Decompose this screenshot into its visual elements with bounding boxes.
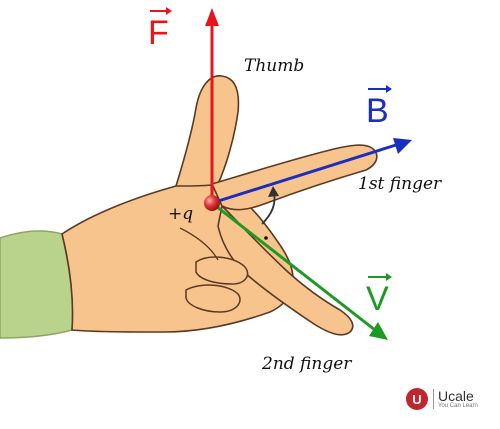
- ucale-logo-icon: U: [406, 388, 428, 410]
- velocity-vector-bar: [368, 273, 392, 281]
- charge-ball: [204, 195, 220, 211]
- first-finger-label: 1st finger: [358, 174, 442, 194]
- thumb: [174, 75, 240, 187]
- field-label: B: [366, 85, 392, 128]
- brand-name: Ucale: [438, 387, 474, 404]
- logo-divider: [433, 389, 434, 409]
- thumb-label: Thumb: [244, 56, 305, 76]
- brand-tagline: You Can Learn: [438, 402, 478, 409]
- knuckle-fold-1: [195, 256, 249, 285]
- field-vector-bar: [368, 85, 392, 93]
- sleeve: [0, 230, 74, 339]
- second-finger-label: 2nd finger: [262, 354, 352, 374]
- force-label: F: [148, 7, 172, 50]
- charge-label: +q: [168, 204, 194, 224]
- force-arrowhead: [205, 8, 219, 26]
- force-vector-bar: [150, 7, 172, 15]
- velocity-arrow-shaft: [211, 201, 376, 332]
- right-angle-arc: [261, 193, 276, 225]
- field-arrow-shaft: [211, 143, 397, 205]
- velocity-arrowhead: [369, 322, 388, 340]
- right-angle-arc-arrowhead: [268, 186, 279, 197]
- knuckle-fold-3: [179, 227, 219, 261]
- knuckle-fold-2: [185, 284, 241, 313]
- field-arrowhead: [393, 138, 412, 154]
- logo-text: Ucale You Can Learn: [438, 389, 478, 410]
- velocity-label: V: [366, 273, 392, 316]
- ucale-logo: U Ucale You Can Learn: [406, 388, 478, 410]
- angle-dot: [264, 236, 268, 240]
